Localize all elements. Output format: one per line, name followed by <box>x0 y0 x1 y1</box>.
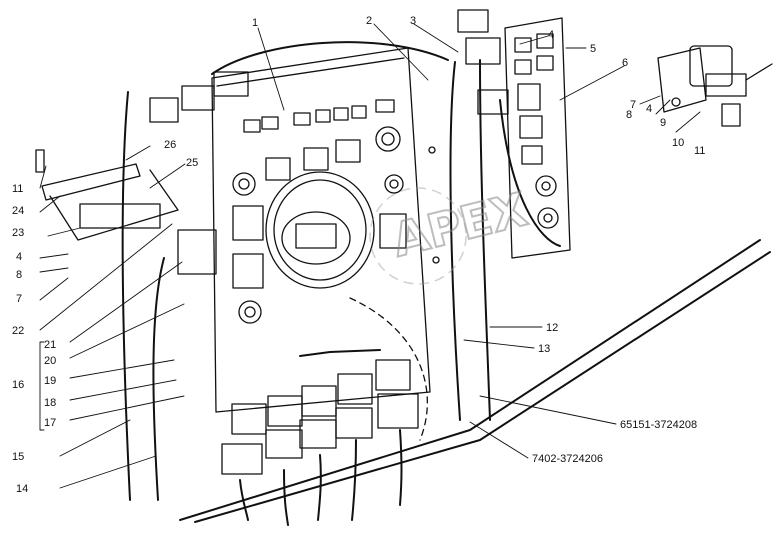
callout-26: 26 <box>164 139 176 151</box>
relay-assembly <box>657 45 773 127</box>
callout-6: 6 <box>622 57 628 69</box>
callout-16: 16 <box>12 379 24 391</box>
callout-19: 19 <box>44 375 56 387</box>
callout-12: 12 <box>546 322 558 334</box>
callout-2: 2 <box>366 15 372 27</box>
part-number-harness-b: 7402-3724206 <box>532 453 603 465</box>
callout-14: 14 <box>16 483 28 495</box>
wiring-harness <box>121 41 771 526</box>
leader-lines <box>39 23 701 489</box>
callout-11-left: 11 <box>12 183 23 195</box>
callout-8-right: 8 <box>626 109 632 121</box>
callout-5: 5 <box>590 43 596 55</box>
callout-4-top: 4 <box>548 29 554 41</box>
part-number-harness-a: 65151-3724208 <box>620 419 697 431</box>
callout-22: 22 <box>12 325 24 337</box>
callout-9: 9 <box>660 117 666 129</box>
side-switch-panel <box>504 17 571 259</box>
callout-7-left: 7 <box>16 293 22 305</box>
callout-21: 21 <box>44 339 56 351</box>
callout-4-left: 4 <box>16 251 22 263</box>
callout-25: 25 <box>186 157 198 169</box>
callout-15: 15 <box>12 451 24 463</box>
connector-blocks-top <box>149 9 509 275</box>
callout-3: 3 <box>410 15 416 27</box>
connector-cluster-bottom <box>221 359 419 475</box>
instrument-panel <box>211 47 440 413</box>
dashed-panel-outline <box>349 297 428 441</box>
callout-8-left: 8 <box>16 269 22 281</box>
callout-4-right: 4 <box>646 103 652 115</box>
callout-17: 17 <box>44 417 56 429</box>
callout-20: 20 <box>44 355 56 367</box>
callout-10: 10 <box>672 137 684 149</box>
callout-18: 18 <box>44 397 56 409</box>
mounting-bracket <box>35 149 179 241</box>
callout-23: 23 <box>12 227 24 239</box>
callout-7-right: 7 <box>630 99 636 111</box>
callout-11-right: 11 <box>694 145 705 157</box>
callout-1: 1 <box>252 17 258 29</box>
callout-13: 13 <box>538 343 550 355</box>
watermark-gear <box>369 187 467 285</box>
watermark-text: APEX <box>387 182 532 267</box>
callout-24: 24 <box>12 205 24 217</box>
